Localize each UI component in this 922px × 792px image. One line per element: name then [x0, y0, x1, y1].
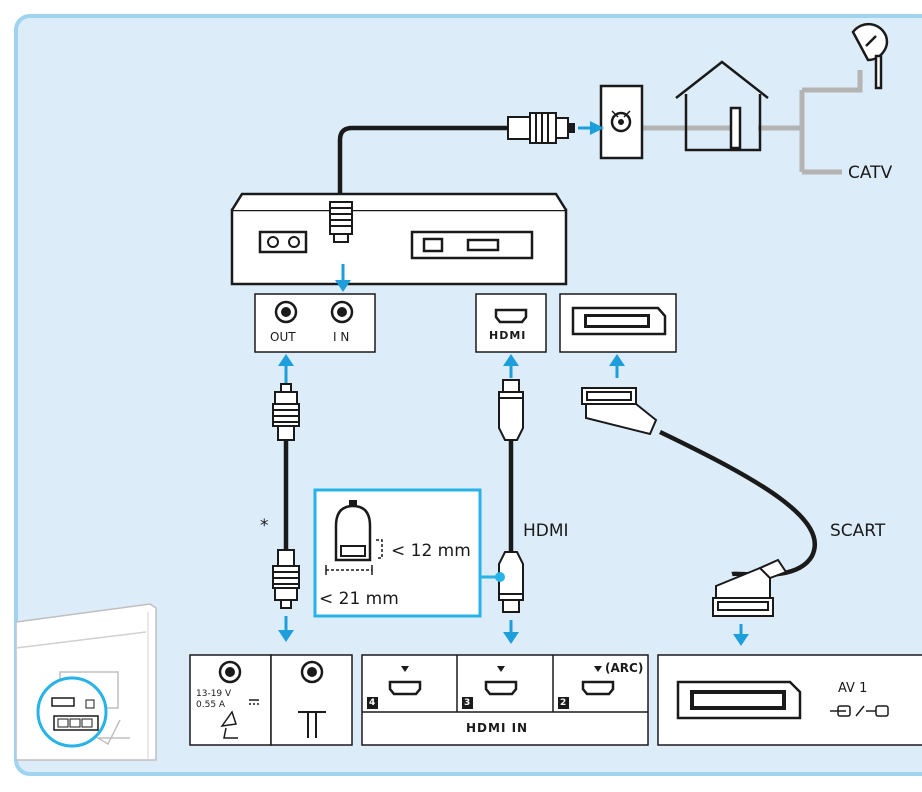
coax-plug-lower	[272, 549, 300, 609]
satellite-current-label: 0.55 A	[196, 700, 226, 710]
max-height-label: < 12 mm	[391, 541, 471, 561]
hdmi-dimension-callout	[313, 488, 505, 618]
av-in-out-icon	[830, 705, 889, 717]
up-arrows	[278, 354, 625, 386]
hdmi-plug-upper	[498, 379, 524, 441]
coax-plug-upper	[272, 383, 300, 441]
scart-port-icon	[676, 680, 802, 720]
hdmi-port-4-number: 4	[369, 698, 376, 708]
tv-rear-icon	[16, 603, 157, 761]
hdmi-in-label: HDMI IN	[466, 721, 529, 735]
coax-connector-wall	[507, 112, 575, 144]
out-port-label: OUT	[270, 330, 296, 344]
house-icon	[675, 60, 769, 152]
av1-label: AV 1	[838, 681, 868, 696]
antenna-line	[642, 70, 863, 175]
satellite-voltage-label: 13-19 V	[196, 689, 232, 699]
satellite-input-icon	[220, 710, 238, 739]
hdmi-cable-label: HDMI	[523, 521, 569, 541]
box-hdmi-panel	[475, 293, 547, 353]
tv-scart-panel	[657, 654, 922, 746]
set-top-box	[230, 192, 568, 286]
hdmi-port-logo: HDMI	[489, 329, 527, 342]
tv-satellite-panel	[189, 654, 272, 746]
max-width-label: < 21 mm	[319, 589, 399, 609]
tv-antenna-panel	[270, 654, 353, 746]
coax-connector-box	[329, 201, 353, 243]
catv-label: CATV	[848, 163, 893, 183]
hdmi-port-3-number: 3	[464, 698, 471, 708]
hdmi-port-icon	[388, 680, 615, 696]
hdmi-port-2-number: 2	[560, 698, 567, 708]
satellite-dish-icon	[851, 23, 889, 90]
scart-plug-upper	[581, 387, 658, 436]
hdmi-plug-lower	[498, 551, 524, 613]
wall-socket-icon	[599, 84, 644, 160]
antenna-input-icon	[298, 711, 326, 738]
tv-hdmi-panel	[361, 654, 649, 746]
scart-cable-label: SCART	[830, 521, 886, 541]
box-scart-panel	[559, 293, 677, 353]
cable-to-wall	[337, 125, 508, 205]
scart-plug-lower	[712, 558, 788, 617]
asterisk-note: *	[260, 516, 269, 536]
down-arrows	[278, 616, 749, 646]
in-port-label: I N	[333, 330, 350, 344]
box-coax-panel	[254, 293, 376, 353]
arc-label: (ARC)	[605, 661, 644, 675]
